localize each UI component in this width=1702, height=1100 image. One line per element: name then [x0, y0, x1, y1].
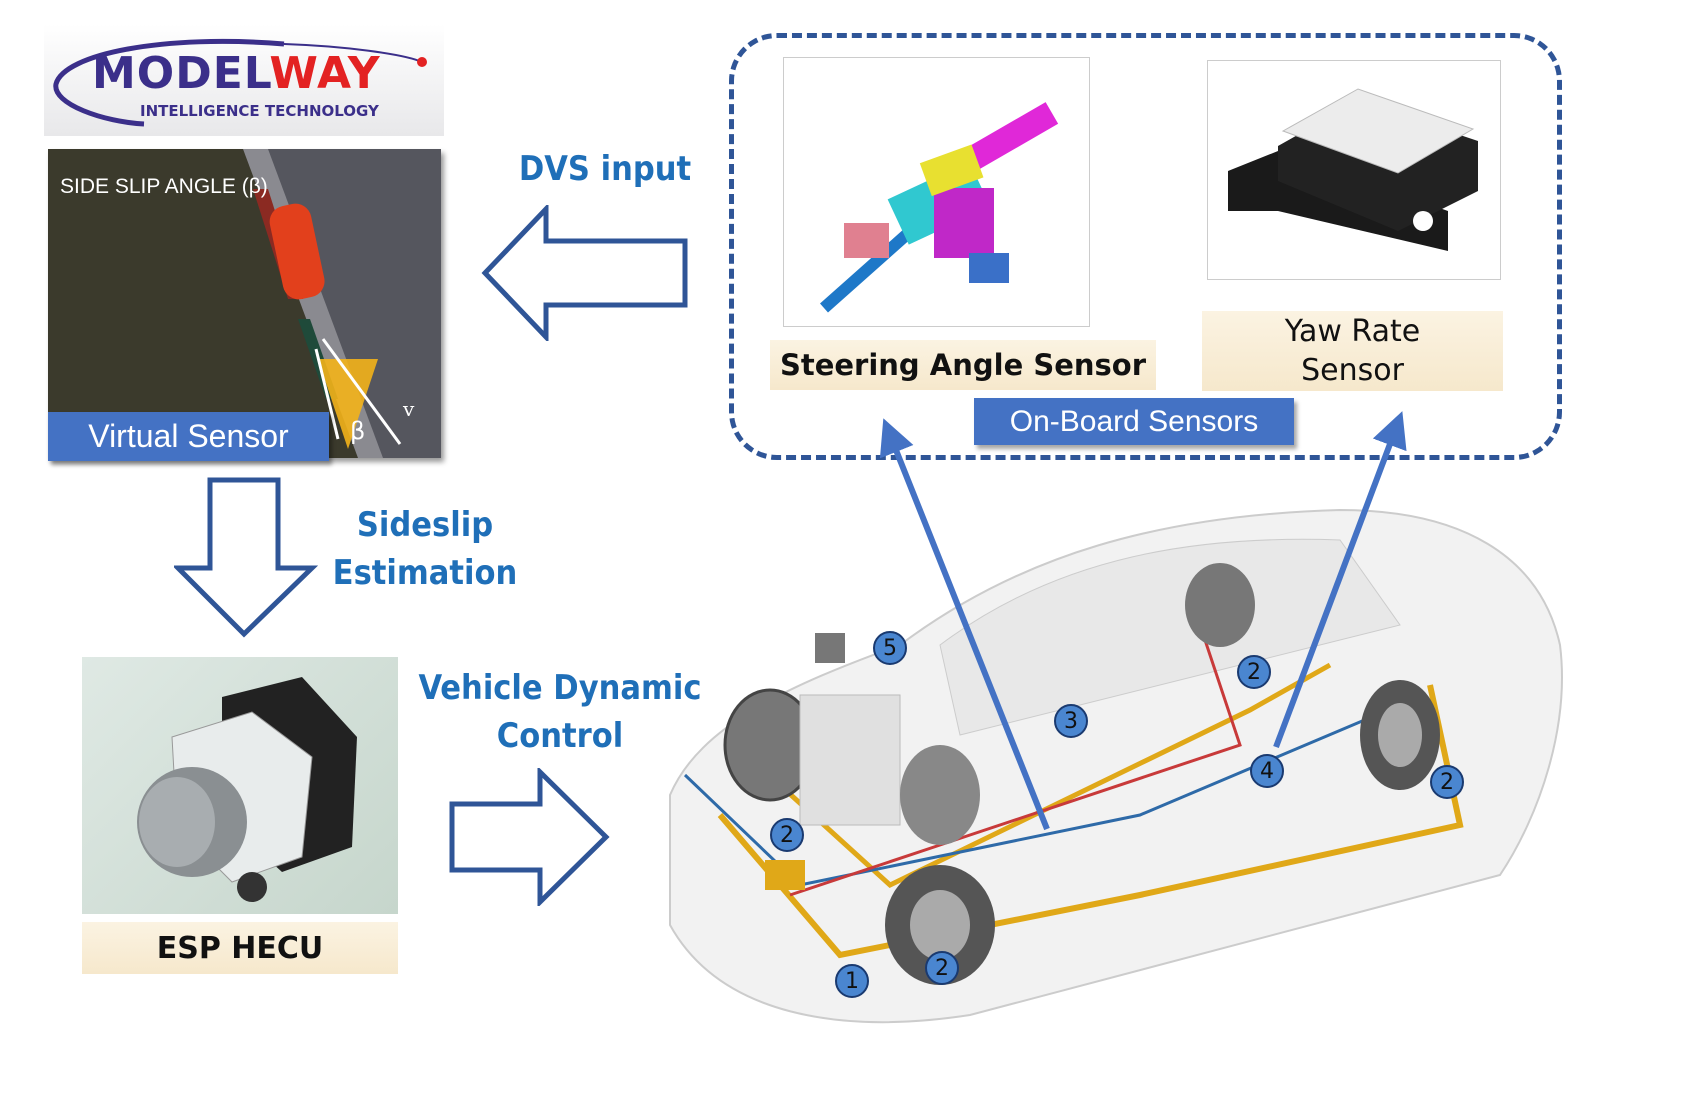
car-brake-system-diagram: [669, 508, 1563, 1024]
steering-angle-sensor-label: Steering Angle Sensor: [770, 340, 1156, 390]
vdc-line2: Control: [496, 715, 624, 756]
down-arrow-icon: [174, 477, 318, 638]
velocity-symbol: v: [403, 397, 415, 421]
sideslip-line2: Estimation: [332, 552, 518, 593]
yaw-rate-sensor-image: [1207, 60, 1501, 280]
sideslip-estimation-label: Sideslip Estimation: [310, 502, 540, 597]
beta-symbol: β: [350, 417, 366, 445]
logo-brand-model: MODEL: [92, 48, 270, 99]
steering-pointer-arrow: [879, 418, 1050, 831]
yaw-rate-sensor-label: Yaw Rate Sensor: [1202, 311, 1503, 391]
right-arrow-icon: [449, 768, 610, 906]
yaw-label-line2: Sensor: [1301, 353, 1404, 388]
steering-sensor-image: [783, 57, 1090, 327]
virtual-sensor-label: Virtual Sensor: [48, 412, 329, 461]
marker-5: 5: [873, 631, 907, 665]
onboard-sensors-label: On-Board Sensors: [974, 398, 1294, 445]
vehicle-dynamic-control-label: Vehicle Dynamic Control: [400, 665, 720, 760]
onboard-sensors-group: [729, 33, 1562, 460]
side-slip-image: SIDE SLIP ANGLE (β) β v: [48, 149, 441, 458]
modelway-logo: MODELWAY INTELLIGENCE TECHNOLOGY: [44, 24, 444, 136]
marker-2-rear-right: 2: [1430, 765, 1464, 799]
left-arrow-icon: [481, 205, 688, 341]
marker-2-front-right: 2: [925, 951, 959, 985]
yaw-pointer-arrow: [1273, 411, 1407, 749]
marker-2-rear-left: 2: [1237, 655, 1271, 689]
marker-1: 1: [835, 964, 869, 998]
marker-2-front-left: 2: [770, 818, 804, 852]
marker-3: 3: [1054, 704, 1088, 738]
yaw-label-line1: Yaw Rate: [1284, 314, 1421, 349]
sideslip-line1: Sideslip: [356, 505, 494, 545]
esp-hecu-label: ESP HECU: [82, 922, 398, 974]
marker-4: 4: [1250, 754, 1284, 788]
side-slip-caption: SIDE SLIP ANGLE (β): [60, 175, 268, 198]
esp-hecu-image: [82, 657, 398, 914]
dvs-input-label: DVS input: [518, 149, 692, 189]
logo-brand-way: WAY: [269, 48, 381, 99]
vdc-line1: Vehicle Dynamic: [418, 668, 702, 708]
logo-tagline: INTELLIGENCE TECHNOLOGY: [140, 102, 379, 120]
